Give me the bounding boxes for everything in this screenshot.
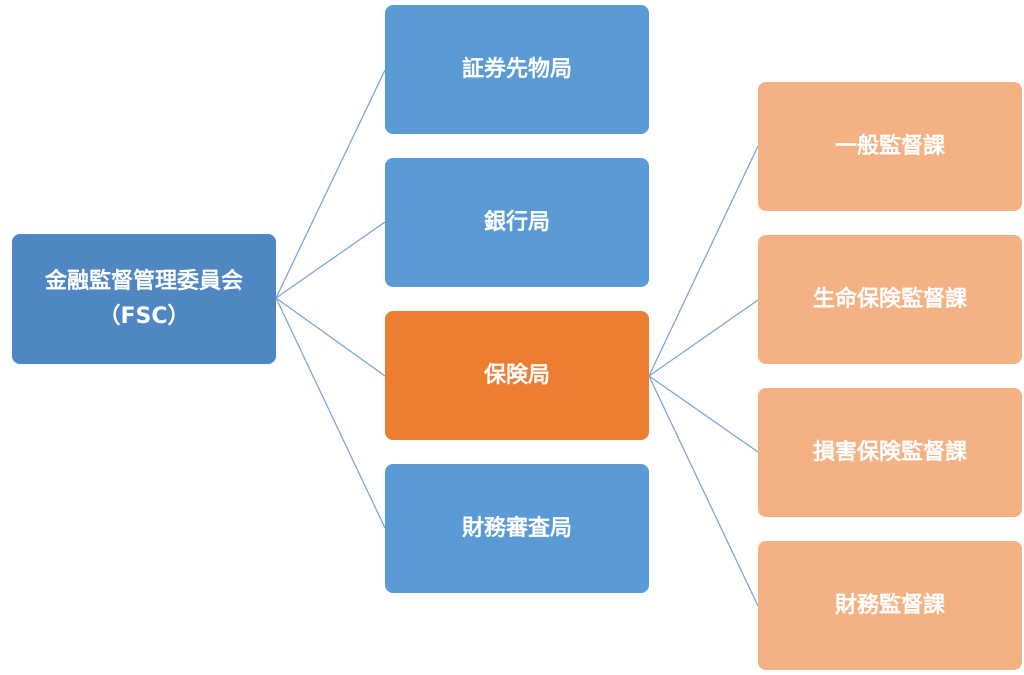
connector-root-to-insurance [275, 297, 386, 377]
division-node-life-insurance-supervision: 生命保険監督課 [758, 235, 1022, 364]
bureau-label: 保険局 [483, 362, 550, 388]
fsc-root-abbreviation: （FSC） [98, 304, 190, 329]
connector-insurance-to-nonlife [648, 375, 759, 453]
fsc-root-node: 金融監督管理委員会 （FSC） [12, 234, 276, 364]
bureau-node-banking: 銀行局 [385, 158, 649, 287]
division-label: 財務監督課 [834, 592, 945, 618]
connector-insurance-to-financial [648, 375, 759, 607]
bureau-label: 証券先物局 [461, 56, 572, 82]
bureau-node-insurance: 保険局 [385, 311, 649, 440]
bureau-label: 財務審査局 [461, 515, 572, 541]
connector-root-to-securities [275, 69, 386, 299]
connector-insurance-to-general [648, 145, 759, 377]
connector-root-to-financial-review [275, 297, 386, 529]
division-node-financial-supervision: 財務監督課 [758, 541, 1022, 670]
division-label: 損害保険監督課 [812, 439, 967, 465]
division-node-general-supervision: 一般監督課 [758, 82, 1022, 211]
bureau-node-financial-examination: 財務審査局 [385, 464, 649, 593]
connector-insurance-to-life [648, 299, 759, 377]
bureau-node-securities-futures: 証券先物局 [385, 5, 649, 134]
division-node-nonlife-insurance-supervision: 損害保険監督課 [758, 388, 1022, 517]
fsc-root-title: 金融監督管理委員会 [44, 268, 243, 294]
connector-root-to-banking [275, 221, 386, 299]
division-label: 生命保険監督課 [812, 286, 967, 312]
division-label: 一般監督課 [834, 133, 945, 159]
bureau-label: 銀行局 [483, 209, 550, 235]
